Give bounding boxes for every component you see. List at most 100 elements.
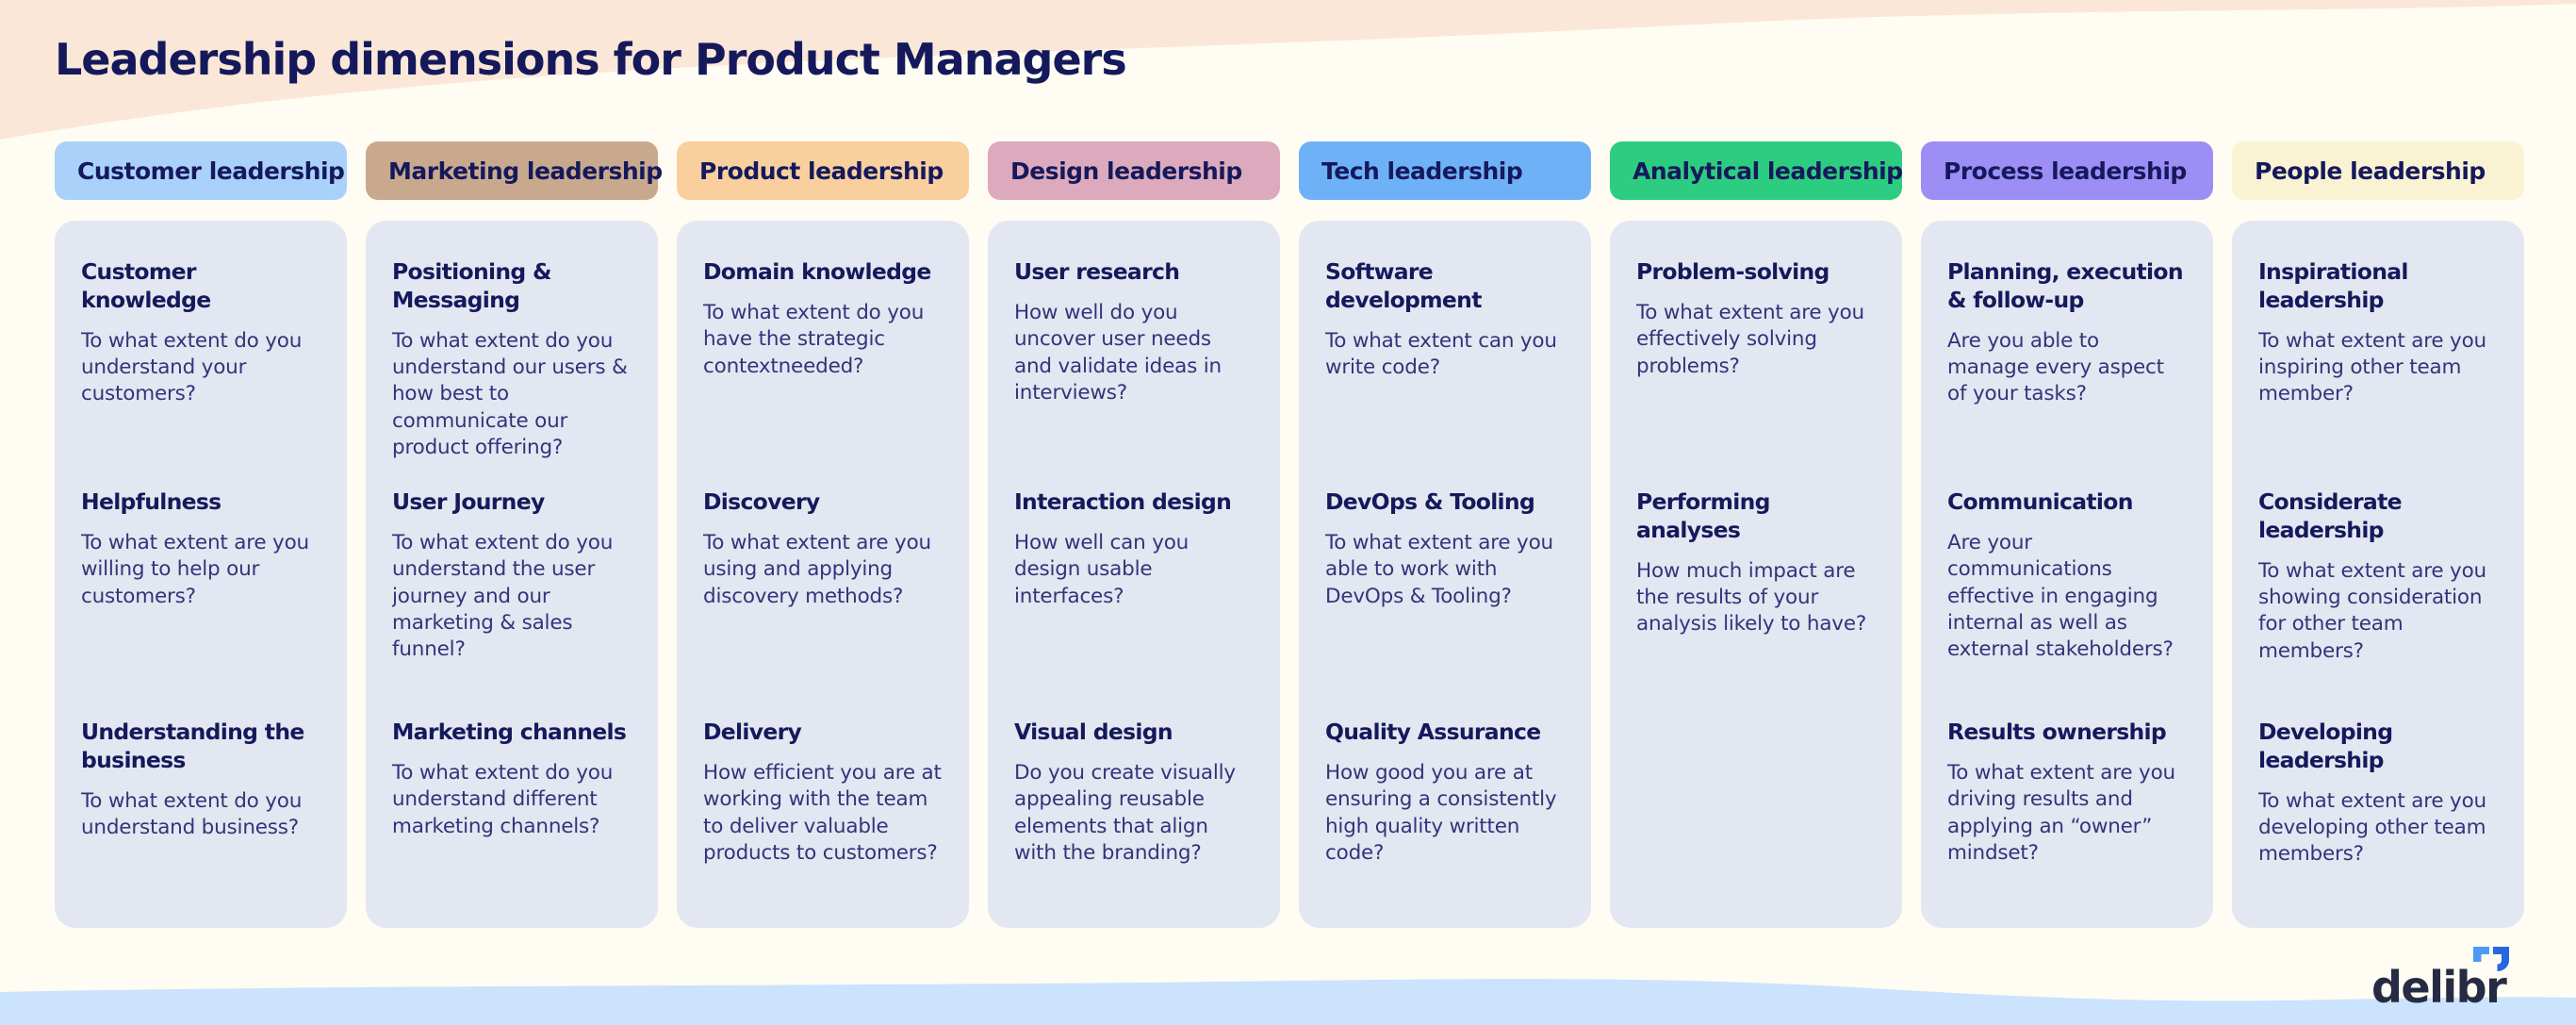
column-header-label: Tech leadership	[1321, 157, 1523, 185]
dimension-card-quality-assurance: Quality Assurance How good you are at en…	[1325, 719, 1565, 949]
column-header-label: Product leadership	[699, 157, 943, 185]
dimension-card-discovery: Discovery To what extent are you using a…	[703, 488, 943, 719]
column-header-pill-analytical-leadership: Analytical leadership	[1610, 141, 1903, 200]
card-title: Communication	[1947, 488, 2133, 515]
column-header-pill-customer-leadership: Customer leadership	[55, 141, 347, 200]
dimension-card-user-journey: User Journey To what extent do you under…	[392, 488, 632, 719]
page-title: Leadership dimensions for Product Manage…	[55, 34, 1127, 85]
card-title: Discovery	[703, 488, 820, 515]
dimension-card-visual-design: Visual design Do you create visually app…	[1014, 719, 1254, 949]
dimension-card-planning-execution-follow-up: Planning, execution & follow-up Are you …	[1947, 258, 2187, 488]
dimension-card-inspirational-leadership: Inspirational leadership To what extent …	[2258, 258, 2498, 488]
column-header-pill-marketing-leadership: Marketing leadership	[366, 141, 663, 200]
card-description: To what extent can you write code?	[1325, 328, 1557, 380]
card-description: To what extent do you have the strategic…	[703, 300, 925, 378]
delibr-logo-text: delibr	[2371, 962, 2507, 1013]
card-description: To what extent do you understand our use…	[392, 328, 628, 460]
card-title: Understanding the business	[81, 719, 304, 773]
dimension-card-communication: Communication Are your communications ef…	[1947, 488, 2187, 719]
card-description: How well can you design usable interface…	[1014, 530, 1190, 608]
column-header-pill-people-leadership: People leadership	[2232, 141, 2524, 200]
card-title: DevOps & Tooling	[1325, 488, 1535, 515]
dimension-card-results-ownership: Results ownership To what extent are you…	[1947, 719, 2187, 949]
dimension-card-understanding-the-business: Understanding the business To what exten…	[81, 719, 320, 949]
card-description: To what extent are you showing considera…	[2258, 558, 2486, 663]
card-description: How good you are at ensuring a consisten…	[1325, 760, 1557, 865]
column-header-pill-tech-leadership: Tech leadership	[1299, 141, 1591, 200]
card-title: User research	[1014, 258, 1180, 285]
delibr-logo: delibr	[2371, 941, 2541, 1017]
card-description: Are you able to manage every aspect of y…	[1947, 328, 2164, 406]
dimension-card-devops-tooling: DevOps & Tooling To what extent are you …	[1325, 488, 1565, 719]
card-title: Quality Assurance	[1325, 719, 1541, 745]
dimension-column-analytical-leadership: Problem-solving To what extent are you e…	[1610, 221, 1902, 928]
card-description: To what extent are you able to work with…	[1325, 530, 1553, 608]
dimension-card-positioning-messaging: Positioning & Messaging To what extent d…	[392, 258, 632, 488]
card-title: Inspirational leadership	[2258, 258, 2408, 313]
card-description: To what extent are you inspiring other t…	[2258, 328, 2486, 406]
card-title: Software development	[1325, 258, 1482, 313]
card-description: How efficient you are at working with th…	[703, 760, 942, 865]
card-title: Problem-solving	[1636, 258, 1829, 285]
dimension-card-delivery: Delivery How efficient you are at workin…	[703, 719, 943, 949]
column-header-pill-product-leadership: Product leadership	[677, 141, 969, 200]
dimension-column-people-leadership: Inspirational leadership To what extent …	[2232, 221, 2524, 928]
card-title: Helpfulness	[81, 488, 222, 515]
dimension-card-performing-analyses: Performing analyses How much impact are …	[1636, 488, 1876, 719]
card-description: Do you create visually appealing reusabl…	[1014, 760, 1236, 865]
column-header-label: Customer leadership	[77, 157, 345, 185]
card-description: Are your communications effective in eng…	[1947, 530, 2174, 662]
card-description: To what extent do you understand your cu…	[81, 328, 303, 406]
dimension-card-software-development: Software development To what extent can …	[1325, 258, 1565, 488]
dimension-card-considerate-leadership: Considerate leadership To what extent ar…	[2258, 488, 2498, 719]
dimension-card-problem-solving: Problem-solving To what extent are you e…	[1636, 258, 1876, 488]
dimension-card-interaction-design: Interaction design How well can you desi…	[1014, 488, 1254, 719]
dimension-column-process-leadership: Planning, execution & follow-up Are you …	[1921, 221, 2213, 928]
card-description: To what extent are you willing to help o…	[81, 530, 309, 608]
card-title: Results ownership	[1947, 719, 2167, 745]
card-description: How much impact are the results of your …	[1636, 558, 1867, 636]
dimension-column-tech-leadership: Software development To what extent can …	[1299, 221, 1591, 928]
dimension-columns-row: Customer knowledge To what extent do you…	[55, 221, 2524, 928]
card-description: To what extent are you effectively solvi…	[1636, 300, 1864, 378]
column-header-label: Design leadership	[1010, 157, 1242, 185]
card-title: Marketing channels	[392, 719, 627, 745]
column-header-label: Process leadership	[1944, 157, 2187, 185]
card-title: Considerate leadership	[2258, 488, 2403, 543]
card-title: Domain knowledge	[703, 258, 931, 285]
card-description: To what extent do you understand busines…	[81, 788, 303, 840]
card-title: Planning, execution & follow-up	[1947, 258, 2184, 313]
card-description: How well do you uncover user needs and v…	[1014, 300, 1222, 405]
column-header-label: People leadership	[2255, 157, 2486, 185]
card-title: Interaction design	[1014, 488, 1232, 515]
quote-mark-left	[2473, 947, 2489, 962]
card-description: To what extent do you understand differe…	[392, 760, 614, 838]
dimension-column-customer-leadership: Customer knowledge To what extent do you…	[55, 221, 347, 928]
card-title: Visual design	[1014, 719, 1173, 745]
dimension-column-product-leadership: Domain knowledge To what extent do you h…	[677, 221, 969, 928]
card-title: Positioning & Messaging	[392, 258, 551, 313]
dimension-card-user-research: User research How well do you uncover us…	[1014, 258, 1254, 488]
dimension-card-developing-leadership: Developing leadership To what extent are…	[2258, 719, 2498, 949]
card-description: To what extent are you driving results a…	[1947, 760, 2175, 865]
dimension-card-customer-knowledge: Customer knowledge To what extent do you…	[81, 258, 320, 488]
card-title: Developing leadership	[2258, 719, 2393, 773]
card-title: Performing analyses	[1636, 488, 1771, 543]
dimension-column-marketing-leadership: Positioning & Messaging To what extent d…	[366, 221, 658, 928]
card-title: Delivery	[703, 719, 802, 745]
card-title: User Journey	[392, 488, 545, 515]
dimension-card-helpfulness: Helpfulness To what extent are you willi…	[81, 488, 320, 719]
column-header-pill-design-leadership: Design leadership	[988, 141, 1280, 200]
delibr-logo-icon	[2473, 947, 2509, 971]
card-description: To what extent are you developing other …	[2258, 788, 2486, 867]
column-header-label: Analytical leadership	[1633, 157, 1903, 185]
card-description: To what extent do you understand the use…	[392, 530, 614, 662]
column-header-pills-row: Customer leadership Marketing leadership…	[55, 141, 2524, 200]
column-header-pill-process-leadership: Process leadership	[1921, 141, 2213, 200]
card-description: To what extent are you using and applyin…	[703, 530, 931, 608]
dimension-card-domain-knowledge: Domain knowledge To what extent do you h…	[703, 258, 943, 488]
quote-mark-right	[2493, 947, 2509, 971]
dimension-card-marketing-channels: Marketing channels To what extent do you…	[392, 719, 632, 949]
card-title: Customer knowledge	[81, 258, 211, 313]
